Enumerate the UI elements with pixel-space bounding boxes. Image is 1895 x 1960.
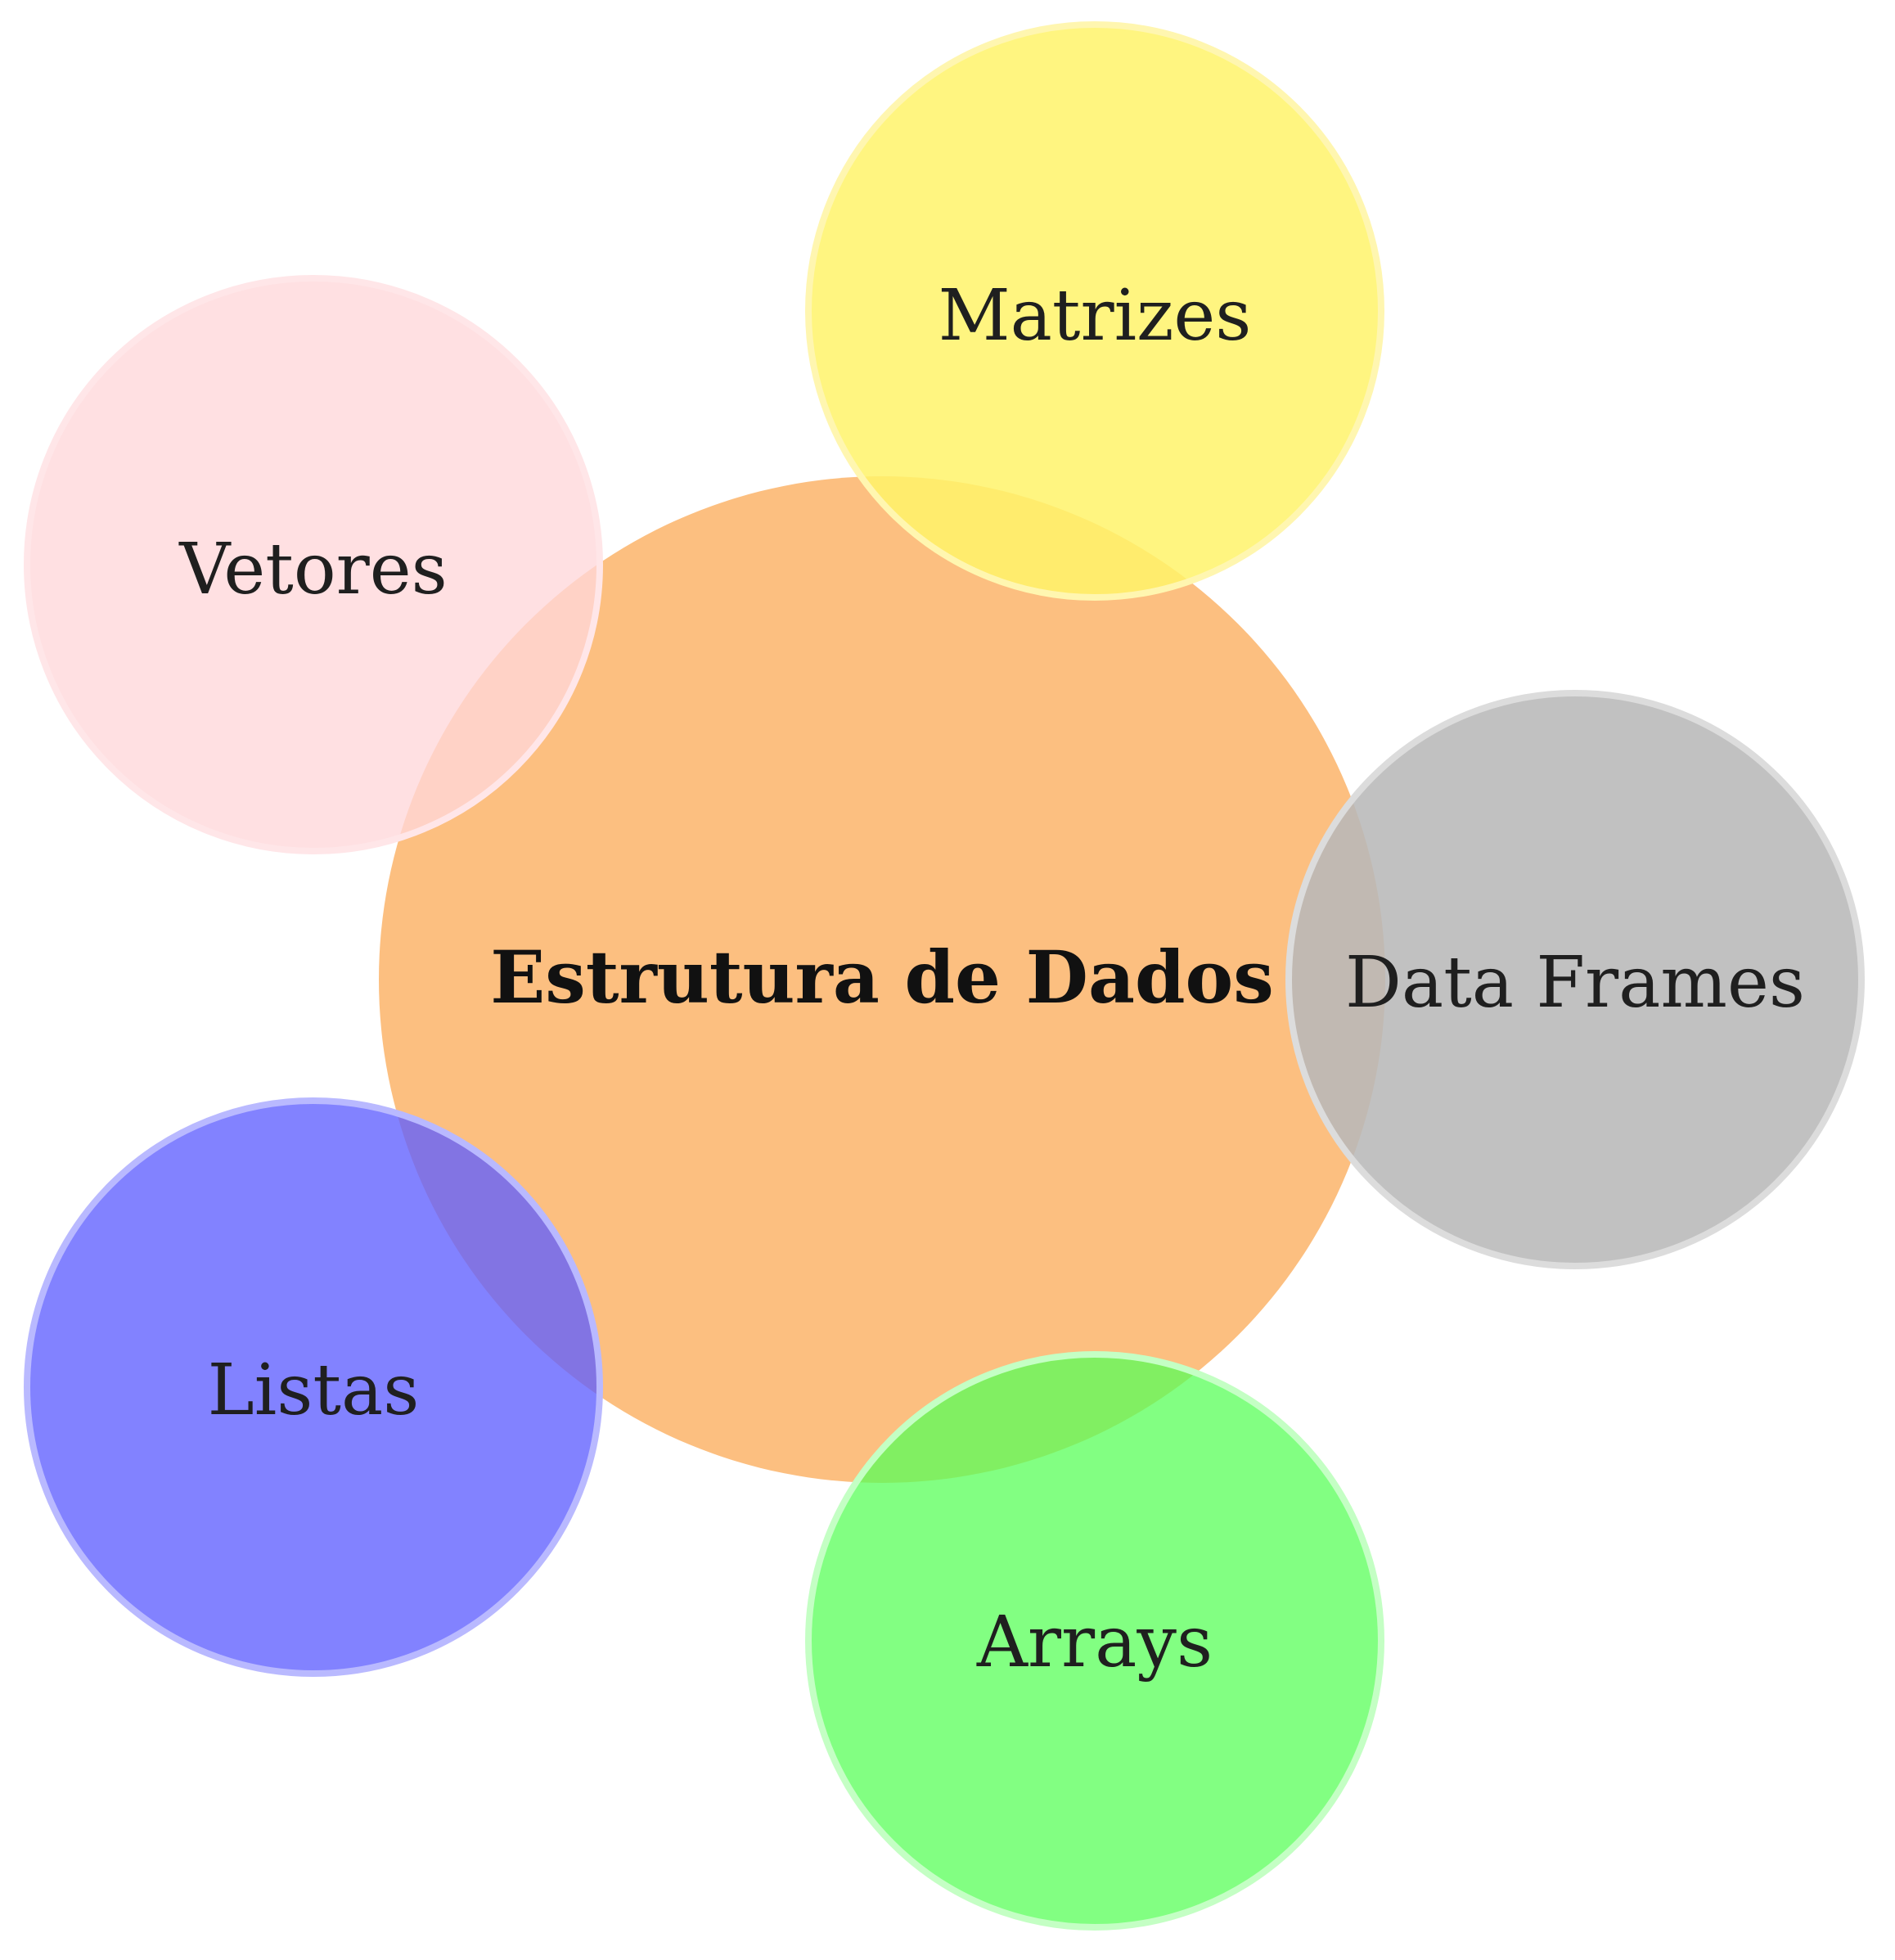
arrays-label: Arrays <box>976 1602 1213 1683</box>
matrizes-label: Matrizes <box>938 275 1252 357</box>
matrizes-circle <box>805 21 1384 601</box>
center-circle <box>379 476 1385 1483</box>
vetores-circle <box>24 275 603 854</box>
data-frames-circle <box>1285 690 1865 1269</box>
listas-label: Listas <box>208 1349 420 1431</box>
data-frames-label: Data Frames <box>1345 942 1805 1024</box>
center-label: Estrutura de Dados <box>490 935 1274 1020</box>
listas-circle <box>24 1097 603 1677</box>
vetores-label: Vetores <box>178 529 448 611</box>
arrays-circle <box>805 1351 1384 1931</box>
